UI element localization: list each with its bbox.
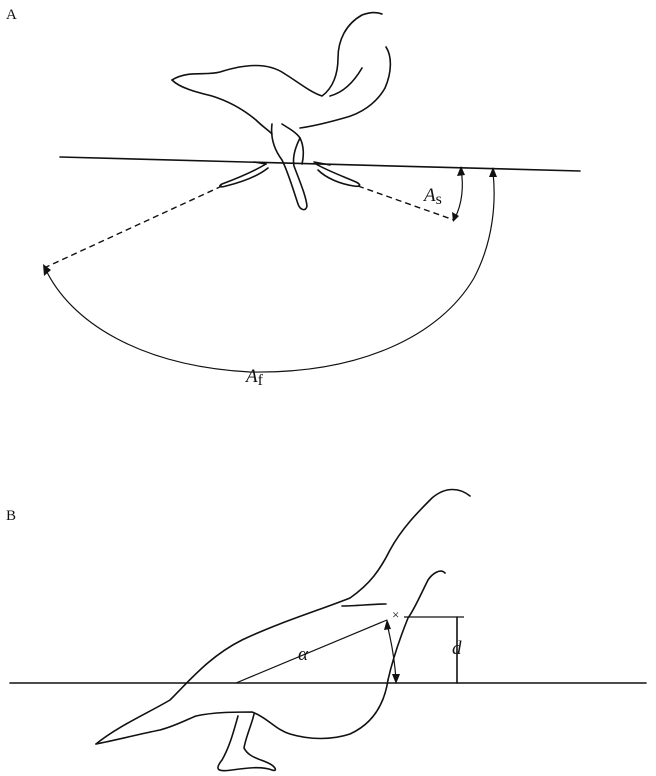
panel-a: A As Af <box>6 7 581 389</box>
body-axis-line <box>235 619 388 684</box>
panel-b: B α × d <box>6 488 647 772</box>
bird-back-b <box>95 488 471 745</box>
bird-neck-front-b <box>387 570 446 681</box>
swing-angle-symbol: As <box>422 185 442 208</box>
bird-belly-b <box>95 679 389 745</box>
bird-neck-back-b <box>341 603 387 607</box>
depth-symbol: d <box>452 638 462 659</box>
bird-belly-a <box>171 79 273 135</box>
flap-arc-arrowhead-right <box>489 167 497 177</box>
bird-leg-left-a <box>270 123 308 211</box>
flap-angle-arc <box>44 171 495 373</box>
bird-silhouette-a <box>171 11 383 97</box>
flap-extent-dashed-line <box>43 185 223 269</box>
angle-arrowhead-bottom <box>392 674 400 684</box>
bird-neck-a <box>299 46 392 129</box>
swing-arc-arrowhead-top <box>457 166 465 176</box>
angle-symbol: α <box>298 644 309 665</box>
left-foot-a <box>219 163 269 188</box>
flap-angle-symbol: Af <box>244 366 264 389</box>
panel-a-label: A <box>6 7 17 23</box>
water-break-left-a <box>253 161 267 165</box>
angle-arrowhead-top <box>384 619 391 630</box>
reference-point-marker: × <box>392 607 399 622</box>
bird-leg-b <box>217 713 277 772</box>
water-break-right-a <box>313 161 331 166</box>
panel-b-label: B <box>6 508 16 524</box>
angle-arc <box>386 623 397 681</box>
bird-leg-right-a <box>281 123 305 165</box>
swing-extent-dashed-line <box>357 185 455 221</box>
right-foot-a <box>315 163 361 188</box>
water-surface-line-a <box>59 156 581 172</box>
flap-arc-arrowhead-left <box>43 264 51 276</box>
swing-angle-arc <box>454 169 463 219</box>
swing-arc-arrowhead-bottom <box>452 212 459 222</box>
